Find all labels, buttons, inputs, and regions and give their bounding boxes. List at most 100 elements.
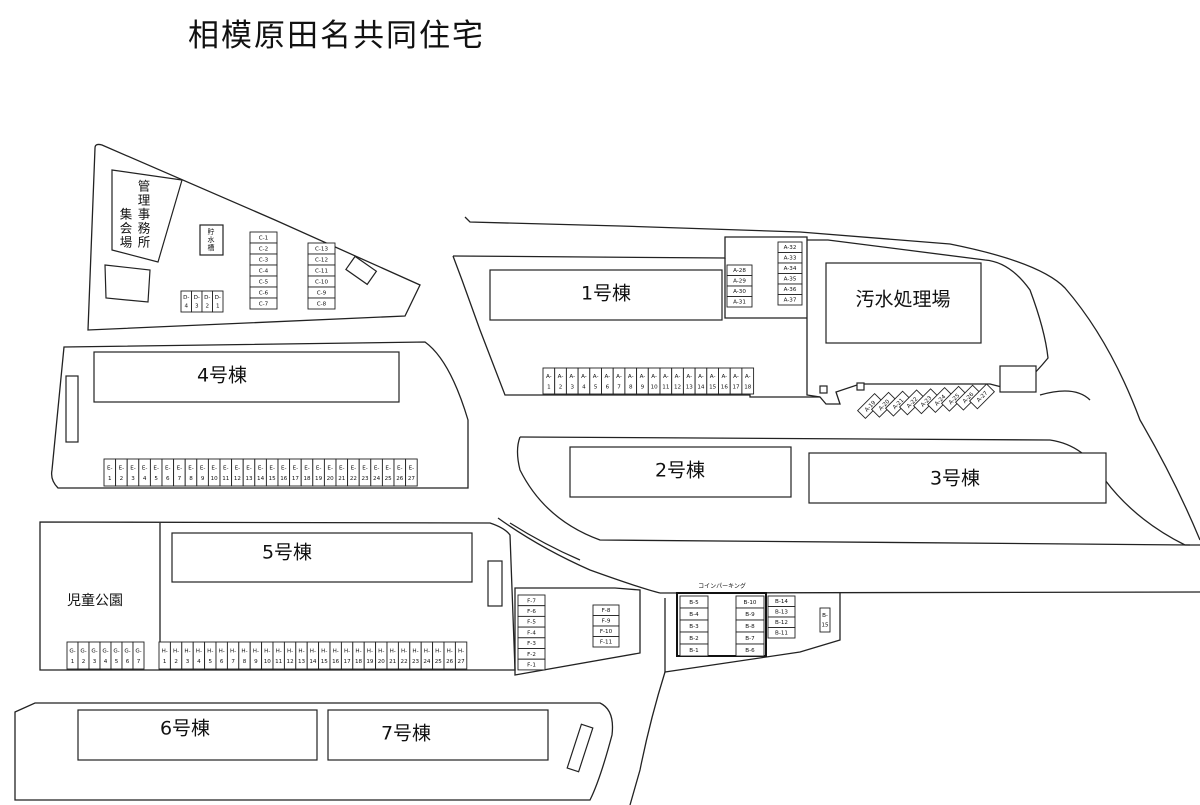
parking-space-a-16: A-16	[718, 367, 731, 395]
parking-space-h-5: H-5	[204, 641, 217, 670]
svg-text:H-: H-	[310, 648, 316, 654]
office-char-1: 管	[138, 179, 151, 194]
parking-space-e-24: E-24	[370, 458, 383, 487]
svg-text:E-: E-	[142, 465, 148, 471]
svg-text:E-: E-	[304, 465, 310, 471]
parking-space-g-6: G-6	[121, 641, 134, 670]
svg-text:B-1: B-1	[689, 648, 699, 654]
block-1-outline	[452, 236, 1049, 405]
childrens-park-label: 児童公園	[67, 592, 123, 609]
svg-text:26: 26	[446, 659, 454, 665]
svg-text:13: 13	[245, 476, 253, 482]
parking-space-a-35: A-35	[777, 273, 803, 285]
coin-parking-label: コインパーキング	[698, 582, 746, 590]
parking-space-h-20: H-20	[375, 641, 388, 670]
parking-space-b-3: B-3	[679, 619, 709, 633]
svg-text:E-: E-	[327, 465, 333, 471]
svg-text:F-5: F-5	[527, 620, 536, 626]
svg-text:B-11: B-11	[775, 631, 788, 637]
office-char-4: 務	[138, 221, 151, 236]
parking-space-d-4: D-4	[180, 290, 192, 313]
parking-space-f-11: F-11	[592, 636, 620, 648]
svg-text:11: 11	[222, 476, 230, 482]
parking-space-e-4: E-4	[138, 458, 151, 487]
parking-space-e-3: E-3	[126, 458, 140, 487]
svg-text:7: 7	[617, 384, 621, 390]
svg-text:2: 2	[120, 476, 124, 482]
svg-text:A-: A-	[651, 374, 657, 380]
svg-text:E-: E-	[374, 465, 380, 471]
svg-text:E-: E-	[119, 465, 125, 471]
map-title: 相模原田名共同住宅	[188, 18, 485, 54]
svg-text:B-4: B-4	[689, 612, 699, 618]
parking-space-h-23: H-23	[409, 641, 422, 670]
svg-text:14: 14	[697, 384, 705, 390]
parking-space-e-18: E-18	[300, 458, 314, 487]
water-tank-char-1: 貯	[208, 227, 215, 236]
svg-text:5: 5	[154, 476, 158, 482]
svg-text:7: 7	[137, 659, 141, 665]
parking-space-b-1: B-1	[679, 643, 709, 657]
svg-text:19: 19	[315, 476, 323, 482]
parking-space-b-15: B-15	[819, 607, 831, 633]
svg-text:21: 21	[338, 476, 346, 482]
parking-space-h-3: H-3	[181, 641, 194, 670]
parking-space-a-36: A-36	[777, 283, 803, 295]
svg-text:A-: A-	[628, 374, 634, 380]
svg-text:A-29: A-29	[733, 279, 746, 285]
block-67-outline	[14, 702, 614, 801]
parking-space-e-13: E- 13	[242, 458, 256, 487]
svg-text:H-: H-	[424, 648, 430, 654]
svg-text:B-7: B-7	[745, 636, 755, 642]
svg-text:E-: E-	[397, 465, 403, 471]
parking-space-h-24: H-24	[420, 641, 434, 670]
svg-text:8: 8	[243, 659, 247, 665]
svg-text:6: 6	[126, 659, 130, 665]
meeting-hall-annex	[104, 264, 151, 303]
svg-text:A-: A-	[710, 374, 716, 380]
svg-text:E-: E-	[258, 465, 264, 471]
parking-space-a-18: A-18	[741, 367, 755, 395]
svg-text:B-10: B-10	[744, 600, 757, 606]
svg-text:15: 15	[821, 623, 829, 629]
small-structure	[487, 560, 503, 607]
svg-text:23: 23	[361, 476, 369, 482]
parking-space-a-12: A-12	[671, 367, 684, 395]
parking-space-h-18: H-18	[352, 641, 365, 670]
parking-space-h-2: H-2	[169, 641, 183, 670]
svg-text:16: 16	[721, 384, 729, 390]
parking-space-d-3: D-3	[191, 290, 203, 313]
building-7	[327, 709, 549, 761]
svg-text:10: 10	[264, 659, 272, 665]
svg-text:26: 26	[396, 476, 404, 482]
svg-text:E-: E-	[211, 465, 217, 471]
svg-text:E-: E-	[188, 465, 194, 471]
svg-text:9: 9	[641, 384, 645, 390]
parking-space-h-17: H-17	[340, 641, 354, 670]
svg-text:E-: E-	[246, 465, 252, 471]
svg-text:E-: E-	[153, 465, 159, 471]
svg-text:E-: E-	[316, 465, 322, 471]
svg-text:5: 5	[594, 384, 598, 390]
parking-space-b-2: B-2	[679, 631, 709, 645]
svg-text:4: 4	[184, 303, 188, 309]
svg-text:C-4: C-4	[259, 268, 269, 274]
svg-text:B-14: B-14	[775, 599, 788, 605]
parking-space-e-12: E-12	[231, 458, 244, 487]
svg-text:G-: G-	[102, 648, 108, 654]
svg-text:A-: A-	[604, 374, 610, 380]
parking-space-c-5: C-5	[249, 275, 278, 288]
office-char-5: 所	[138, 235, 151, 250]
building-3-label: 3号棟	[930, 468, 980, 490]
svg-text:C-6: C-6	[259, 290, 269, 296]
svg-text:6: 6	[220, 659, 224, 665]
block-5-outline	[39, 521, 516, 671]
water-tank	[199, 224, 224, 256]
parking-space-e-25: E-25	[381, 458, 395, 487]
sewage-plant-label: 汚水処理場	[855, 289, 950, 311]
svg-text:A-: A-	[663, 374, 669, 380]
parking-space-e-14: E-14	[254, 458, 267, 487]
parking-space-d-2: D-2	[201, 290, 213, 313]
water-tank-char-2: 水	[208, 235, 215, 244]
svg-text:F-6: F-6	[527, 609, 536, 615]
